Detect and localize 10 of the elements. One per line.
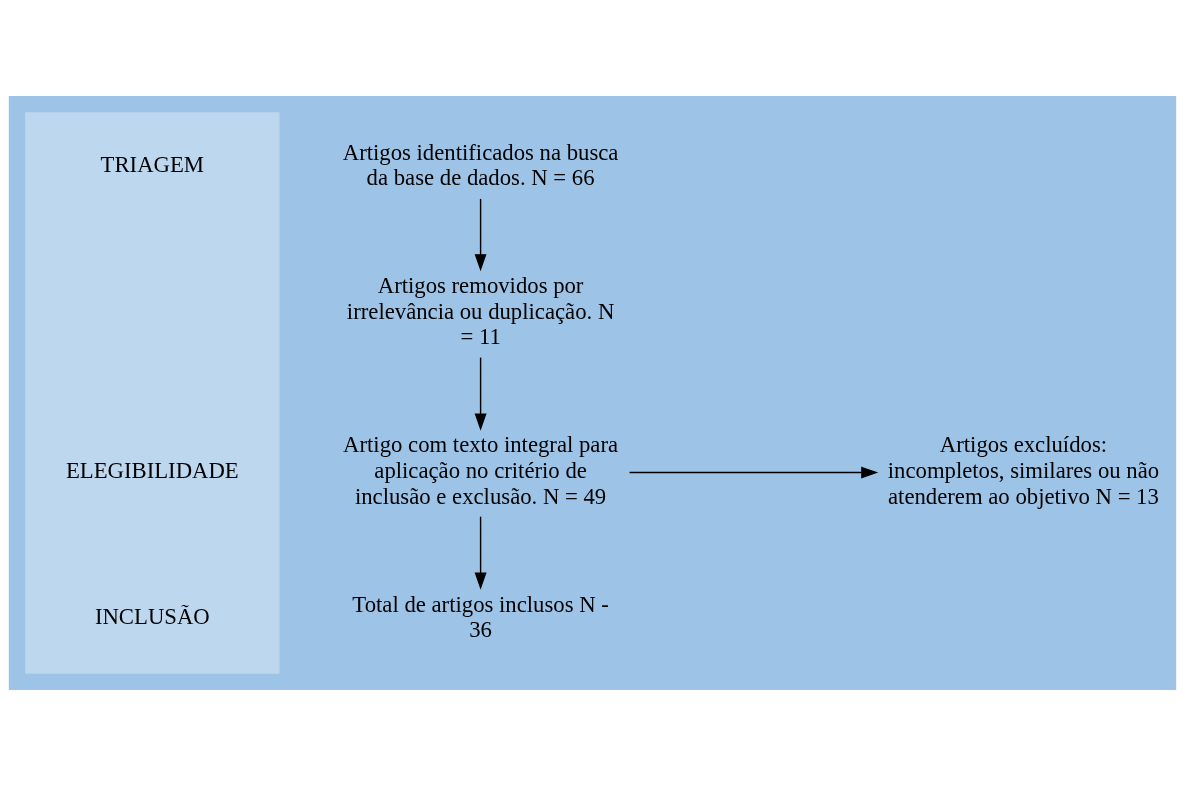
node-text: Artigos removidos por irrelevância ou duplicação. N = 11 [346, 273, 615, 350]
arrow [474, 356, 487, 431]
node-text: Artigos excluídos: incompletos, similares ou não atenderem ao objetivo N = 13 [887, 432, 1160, 509]
arrow [628, 466, 879, 479]
arrow [474, 198, 487, 272]
node-box: TRIAGEM ELEGIBILIDADE INCLUSÃO [25, 112, 280, 674]
arrow [474, 515, 487, 590]
node-text: Total de artigos inclusos N - 36 [352, 591, 609, 643]
node-text: Artigos identificados na busca da base de dados. N = 66 [342, 139, 619, 191]
node-text: Artigo com texto integral para aplicação no critério de inclusão e exclusão. N = 49 [343, 432, 619, 509]
